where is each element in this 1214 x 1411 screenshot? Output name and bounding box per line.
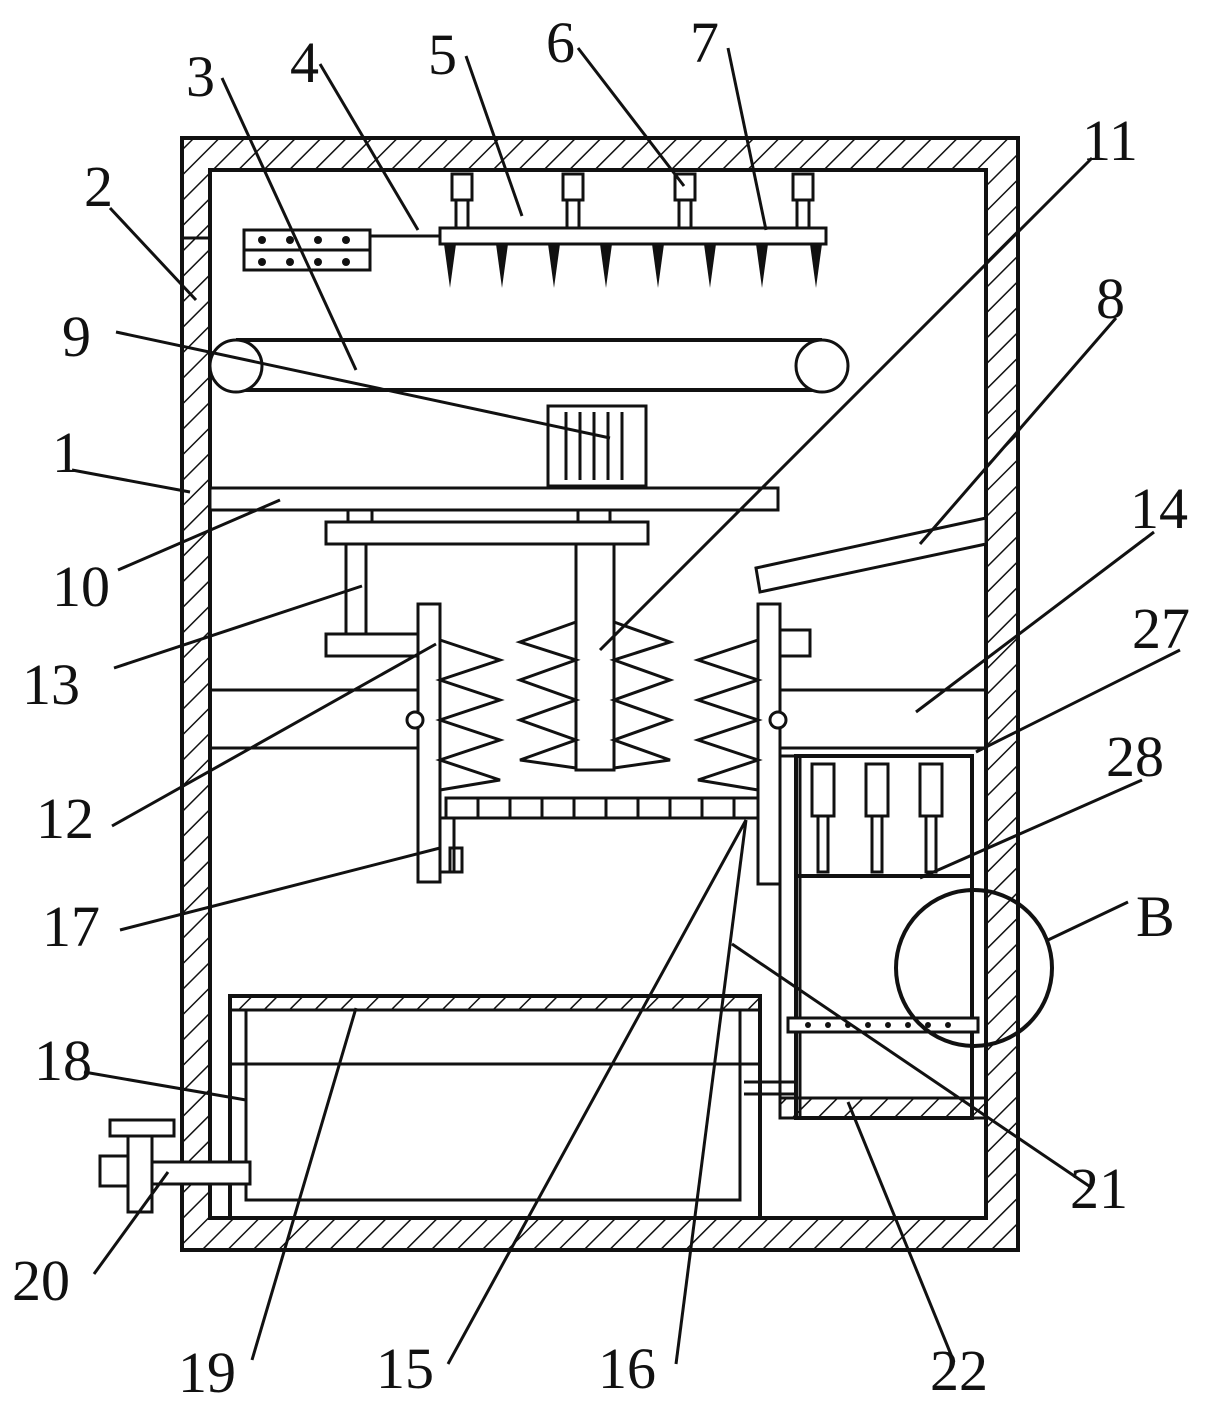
label-11: 11 (1082, 108, 1138, 173)
label-13: 13 (22, 652, 80, 717)
label-3: 3 (186, 44, 215, 109)
part-labels: 1 2 3 4 5 6 7 8 9 10 11 12 13 14 15 16 1… (12, 10, 1190, 1405)
label-6: 6 (546, 10, 575, 75)
water-tank (228, 994, 762, 1220)
label-16: 16 (598, 1336, 656, 1401)
detail-b-circle (894, 888, 1054, 1048)
screen-plate (438, 796, 760, 874)
label-21: 21 (1070, 1156, 1128, 1221)
label-9: 9 (62, 304, 91, 369)
label-19: 19 (178, 1340, 236, 1405)
leader-lines (71, 47, 1181, 1365)
right-crusher-plate (693, 602, 812, 886)
label-22: 22 (930, 1338, 988, 1403)
drain-valve (98, 1118, 252, 1214)
cutter-assembly (370, 172, 828, 288)
support-plate (208, 486, 780, 512)
label-2: 2 (84, 154, 113, 219)
conveyor-belt (208, 338, 850, 394)
label-12: 12 (36, 786, 94, 851)
label-8: 8 (1096, 266, 1125, 331)
label-15: 15 (376, 1336, 434, 1401)
label-20: 20 (12, 1248, 70, 1313)
label-18: 18 (34, 1028, 92, 1093)
label-27: 27 (1132, 596, 1190, 661)
inclined-guide (754, 516, 988, 594)
label-1: 1 (52, 420, 81, 485)
label-28: 28 (1106, 724, 1164, 789)
label-17: 17 (42, 894, 100, 959)
label-4: 4 (290, 30, 319, 95)
label-14: 14 (1130, 476, 1188, 541)
crushing-shaft (515, 542, 675, 772)
label-10: 10 (52, 554, 110, 619)
label-5: 5 (428, 22, 457, 87)
label-B: B (1136, 884, 1175, 949)
chamber-dividers (210, 688, 986, 750)
label-7: 7 (690, 10, 719, 75)
left-crusher-plate (405, 602, 505, 884)
motor (546, 404, 648, 488)
